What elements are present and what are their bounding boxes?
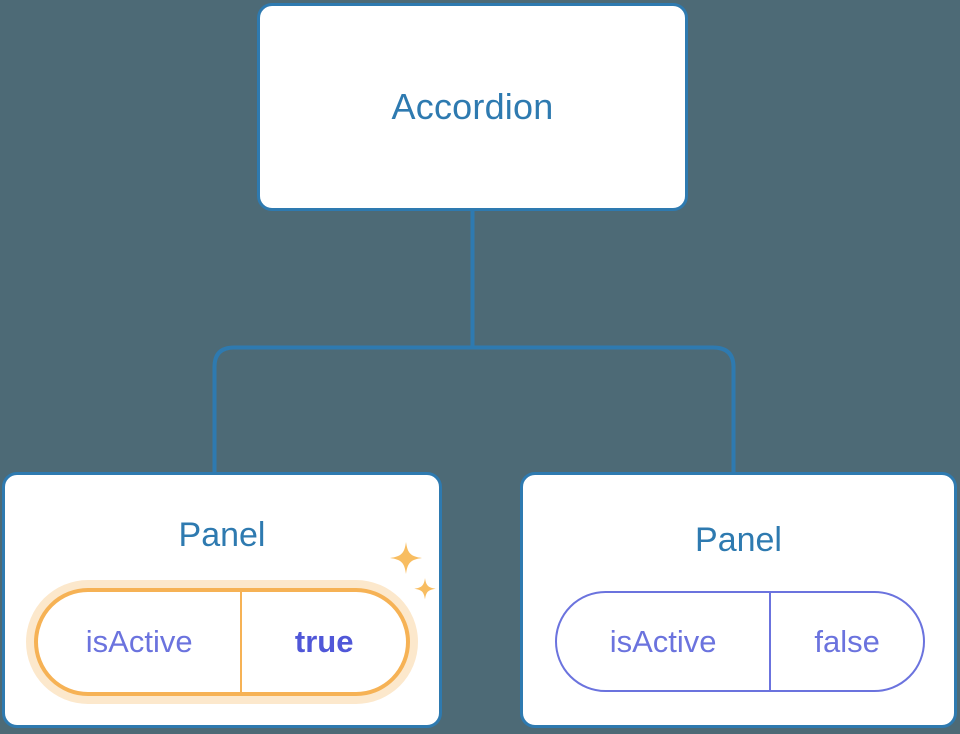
prop-value-label-right: false: [769, 593, 923, 690]
accordion-node-card[interactable]: Accordion: [257, 3, 688, 211]
panel-node-title-right: Panel: [695, 521, 782, 559]
accordion-node-title: Accordion: [391, 86, 554, 127]
connector-branch-bus: [212, 345, 736, 472]
panel-node-title-left: Panel: [178, 516, 266, 554]
prop-pill-highlighted[interactable]: isActive true: [34, 588, 410, 696]
prop-key-label-right: isActive: [609, 623, 717, 659]
prop-value-label-left: true: [240, 592, 406, 692]
prop-key-label-left: isActive: [85, 624, 193, 659]
prop-pill-default[interactable]: isActive false: [555, 591, 925, 692]
